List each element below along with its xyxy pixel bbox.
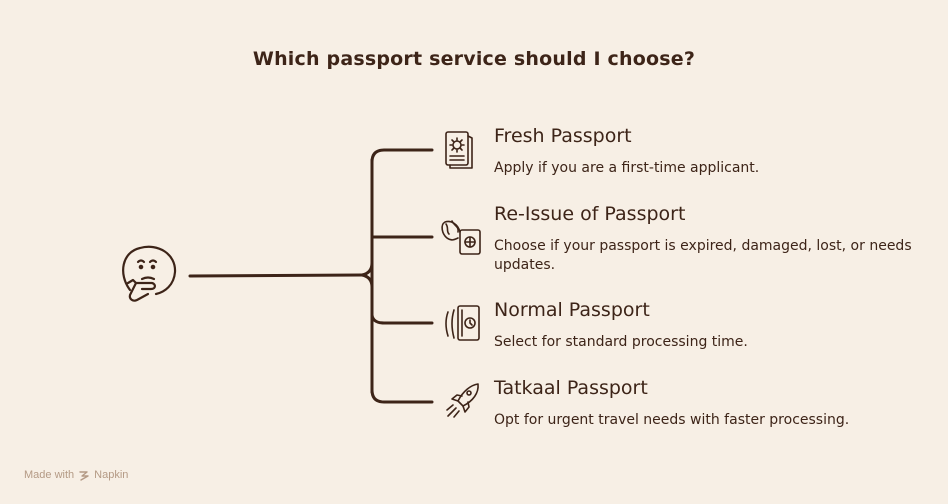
napkin-brand-label: Napkin: [94, 469, 129, 481]
option-tatkaal-passport-title: Tatkaal Passport: [494, 377, 648, 399]
made-with-napkin-footer: Made with Napkin: [24, 469, 128, 481]
option-tatkaal-passport-description: Opt for urgent travel needs with faster …: [494, 412, 850, 428]
thinking-face-icon: [122, 245, 177, 302]
option-reissue-passport-description: Choose if your passport is expired, dama…: [494, 238, 912, 273]
napkin-logo-icon: [79, 471, 89, 481]
option-fresh-passport-title: Fresh Passport: [494, 125, 632, 147]
diagram-title: Which passport service should I choose?: [252, 48, 696, 70]
rocket-icon: [446, 383, 479, 418]
passport-clock-icon: [445, 305, 480, 341]
option-normal-passport-description: Select for standard processing time.: [494, 334, 748, 350]
passport-document-icon: [445, 131, 473, 169]
option-fresh-passport-description: Apply if you are a first-time applicant.: [494, 160, 760, 176]
option-reissue-passport-title: Re-Issue of Passport: [494, 203, 686, 225]
option-normal-passport-title: Normal Passport: [494, 299, 650, 321]
made-with-label: Made with: [24, 469, 75, 481]
globe-passport-icon: [441, 220, 481, 255]
